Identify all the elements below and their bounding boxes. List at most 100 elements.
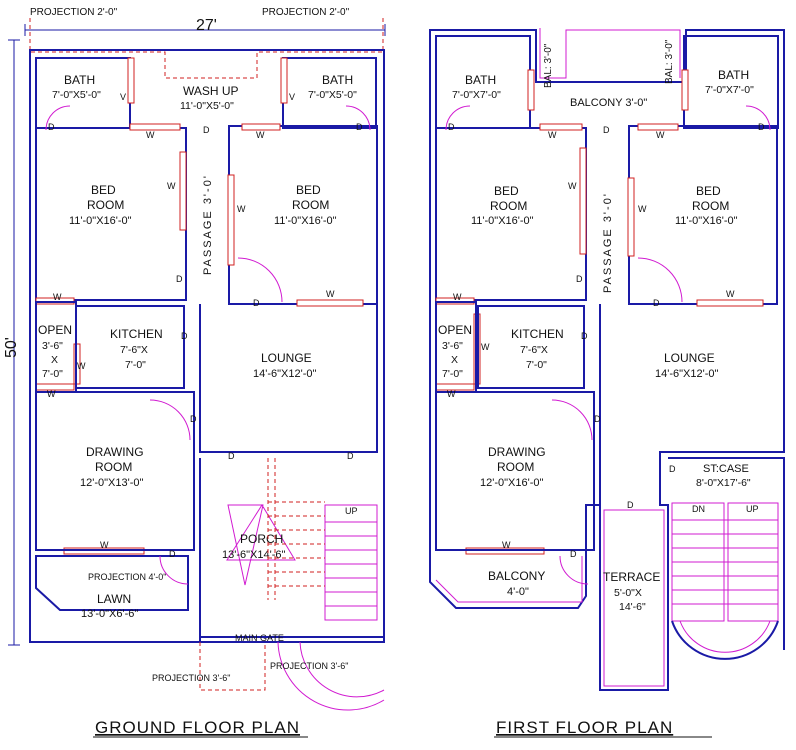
gf-width-label: 27' [196, 17, 217, 34]
gf-opening-marks: D D D D D D D D D D W W W W W W W W W V … [47, 92, 363, 559]
gf-lawn-wall [35, 555, 189, 611]
gf-stairs [267, 458, 378, 621]
ff-terrace-name: TERRACE [603, 570, 660, 584]
gf-kitchen-l1: 7'-6"X [120, 344, 148, 356]
gf-open-l3: 7'-0" [42, 368, 63, 380]
gf-bed-left-name1: BED [91, 183, 116, 197]
ff-drawing-name2: ROOM [497, 460, 534, 474]
gf-lounge-size: 14'-6"X12'-0" [253, 368, 316, 380]
gf-depth-label: 50' [3, 337, 20, 358]
ff-passage-label: PASSAGE 3'-0' [602, 192, 614, 293]
gf-lawn-name: LAWN [97, 592, 131, 606]
ff-kitchen-wall [477, 305, 585, 389]
gf-projection-left-label: PROJECTION 2'-0" [30, 7, 118, 18]
ff-window-mark: W [548, 130, 557, 140]
ff-stcase-name: ST:CASE [703, 463, 749, 475]
gf-vent-mark: V [120, 92, 126, 102]
gf-door-mark: D [347, 451, 354, 461]
gf-drawing-name2: ROOM [95, 460, 132, 474]
ff-lounge-name: LOUNGE [664, 351, 715, 365]
ff-open-l3: 7'-0" [442, 368, 463, 380]
ff-door-mark: D [448, 122, 455, 132]
ff-bedroom-left-wall [435, 127, 587, 301]
gf-lounge-wall [199, 304, 378, 453]
ff-open-l1: 3'-6" [442, 340, 463, 352]
gf-drawing-wall [35, 391, 195, 551]
ff-window-mark: W [447, 389, 456, 399]
ff-balcony-top-outline [539, 28, 681, 79]
ff-stairs-up: UP [746, 504, 759, 514]
gf-bed-right-name2: ROOM [292, 198, 329, 212]
ff-bed-left-name1: BED [494, 184, 519, 198]
ff-opening-marks: D D D D D D D D D D W W W W W W W W W [447, 122, 765, 559]
ff-window-mark: W [638, 204, 647, 214]
gf-bath-left-size: 7'-0"X5'-0" [52, 89, 101, 101]
gf-door-mark: D [203, 125, 210, 135]
gf-projection-top-outline [29, 18, 384, 79]
ff-window-mark: W [453, 292, 462, 302]
gf-bed-right-size: 11'-0"X16'-0" [274, 215, 337, 227]
gf-main-gate-label: MAIN GATE [235, 633, 284, 643]
gf-window-mark: W [326, 289, 335, 299]
gf-window-mark: W [100, 540, 109, 550]
ff-bal-left-label: BAL: 3'-0" [543, 43, 554, 88]
gf-washup-name: WASH UP [183, 84, 239, 98]
ff-lounge-size: 14'-6"X12'-0" [655, 368, 718, 380]
gf-bath-left-name: BATH [64, 73, 95, 87]
ff-window-mark: W [481, 342, 490, 352]
ff-open-name: OPEN [438, 323, 472, 337]
ff-drawing-size: 12'-0"X16'-0" [480, 477, 543, 489]
ff-bed-right-name2: ROOM [692, 199, 729, 213]
ff-door-mark: D [627, 500, 634, 510]
gf-bedroom-left-wall [35, 127, 187, 301]
gf-drawing-size: 12'-0"X13'-0" [80, 477, 143, 489]
gf-door-mark: D [228, 451, 235, 461]
gf-lawn-size: 13'-0"X6'-6" [81, 608, 138, 620]
ff-kitchen-name: KITCHEN [511, 327, 564, 341]
gf-door-swings [45, 105, 371, 585]
gf-open-name: OPEN [38, 323, 72, 337]
gf-open-l1: 3'-6" [42, 340, 63, 352]
ff-stairs [671, 502, 779, 660]
ff-terrace-outline [603, 509, 665, 687]
ff-stairs-dn: DN [692, 504, 705, 514]
gf-door-mark: D [169, 549, 176, 559]
gf-window-mark: W [47, 389, 56, 399]
ff-window-mark: W [568, 181, 577, 191]
gf-window-mark: W [146, 130, 155, 140]
gf-bath-right-name: BATH [322, 73, 353, 87]
gf-projection-right-label: PROJECTION 2'-0" [262, 7, 350, 18]
gf-lounge-name: LOUNGE [261, 351, 312, 365]
gf-porch-name: PORCH [240, 532, 283, 546]
ff-title: FIRST FLOOR PLAN [496, 718, 673, 737]
ff-bed-left-name2: ROOM [490, 199, 527, 213]
gf-projection-bottom-left [199, 642, 266, 691]
gf-door-mark: D [176, 274, 183, 284]
gf-outer-wall [29, 49, 385, 643]
gf-vent-mark: V [289, 92, 295, 102]
ff-door-mark: D [669, 464, 676, 474]
gf-depth-dimension [8, 39, 20, 646]
gf-bed-left-name2: ROOM [87, 198, 124, 212]
ff-window-mark: W [502, 540, 511, 550]
ff-bed-left-size: 11'-0"X16'-0" [471, 215, 534, 227]
gf-door-mark: D [190, 414, 197, 424]
ff-bed-right-name1: BED [696, 184, 721, 198]
ff-door-mark: D [594, 414, 601, 424]
ff-kitchen-l2: 7'-0" [526, 359, 547, 371]
gf-bed-right-name1: BED [296, 183, 321, 197]
ff-bath-right-size: 7'-0"X7'-0" [705, 84, 754, 96]
ff-terrace-l1: 5'-0"X [614, 587, 642, 599]
gf-window-mark: W [256, 130, 265, 140]
gf-projection-bottom-right-label: PROJECTION 3'-6" [270, 661, 348, 671]
gf-passage-label: PASSAGE 3'-0' [202, 174, 214, 275]
gf-drawing-name1: DRAWING [86, 445, 144, 459]
gf-stairs-up: UP [345, 506, 358, 516]
ff-drawing-wall [435, 391, 595, 551]
gf-porch-car-marker [226, 504, 296, 586]
gf-kitchen-name: KITCHEN [110, 327, 163, 341]
ff-door-mark: D [758, 122, 765, 132]
ff-terrace-l2: 14'-6" [619, 601, 646, 613]
ff-balcony-bottom-size: 4'-0" [507, 586, 529, 598]
